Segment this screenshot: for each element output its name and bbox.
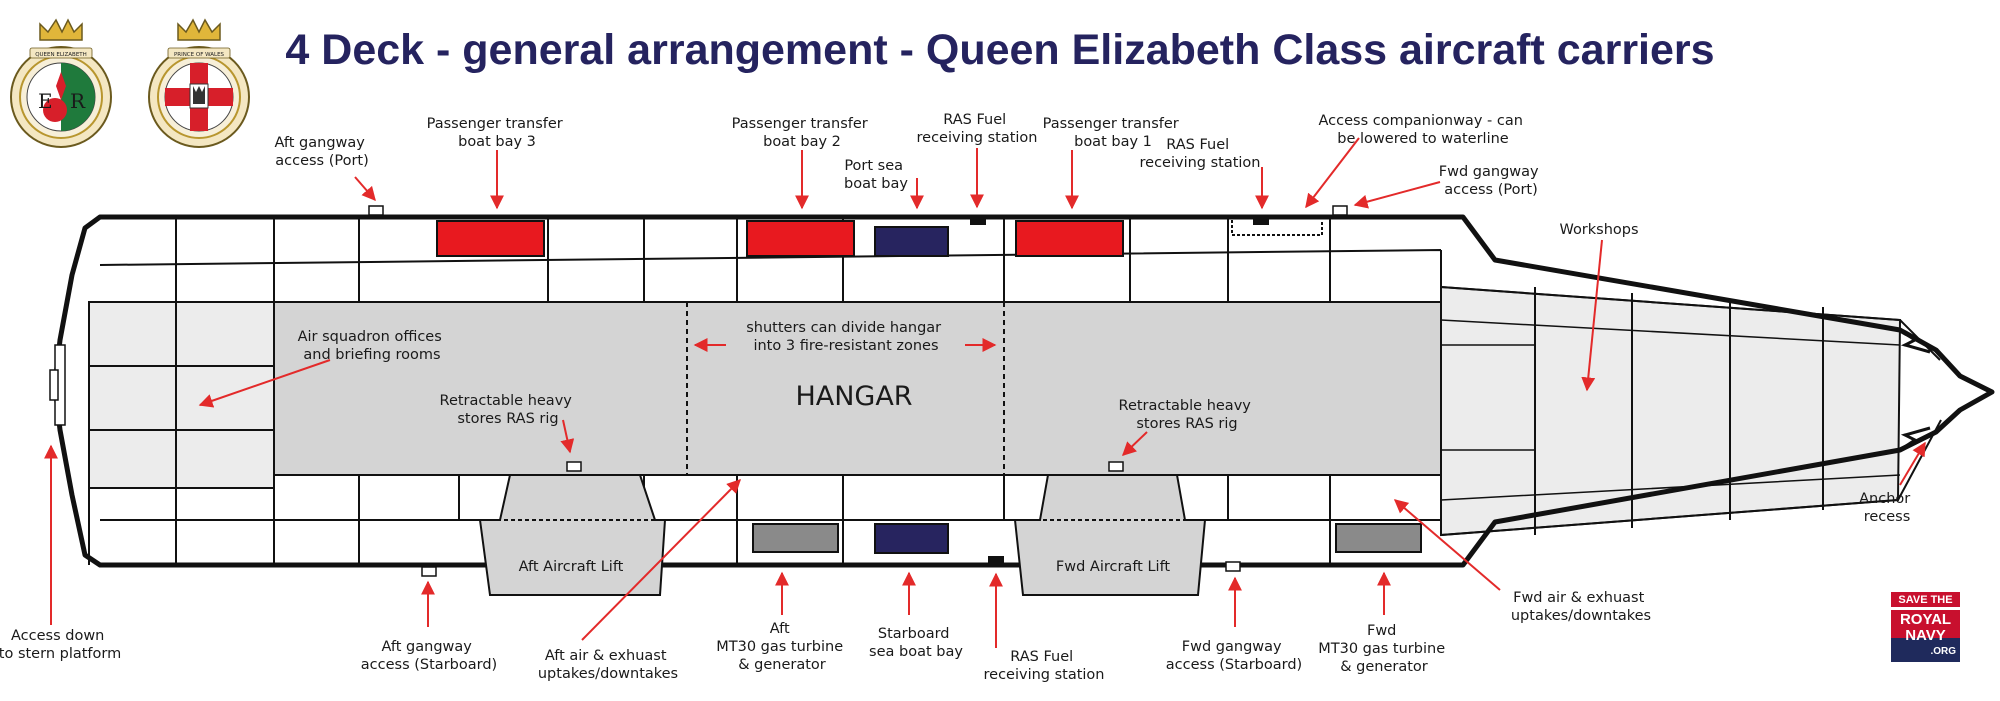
- anchor-notch-top: [1899, 328, 1931, 354]
- label-fwd-air-exhaust: Fwd air & exhuast uptakes/downtakes: [1511, 590, 1651, 624]
- aft-gas-turbine: [752, 523, 839, 553]
- label-aft-gangway-port: Aft gangway access (Port): [275, 135, 370, 169]
- label-aft-lift: Aft Aircraft Lift: [519, 559, 624, 575]
- label-fwd-lift: Fwd Aircraft Lift: [1056, 559, 1171, 575]
- label-ras-fuel-bottom: RAS Fuel receiving station: [984, 649, 1105, 683]
- queen-elizabeth-crest: E R QUEEN ELIZABETH: [10, 18, 112, 148]
- badge-line-3: NAVY: [1905, 627, 1946, 644]
- crest-monogram-r: R: [70, 89, 86, 113]
- label-ras-rig-aft: Retractable heavy stores RAS rig: [440, 393, 577, 427]
- label-ras-fuel-top-left: RAS Fuel receiving station: [917, 112, 1038, 146]
- crest-name-text: QUEEN ELIZABETH: [35, 52, 87, 58]
- label-passenger-bay-1: Passenger transfer boat bay 1: [1043, 116, 1184, 150]
- ras-rig-aft-box: [566, 461, 582, 472]
- ras-fuel-station-top-left: [970, 215, 986, 225]
- label-ras-fuel-top-right: RAS Fuel receiving station: [1140, 137, 1261, 171]
- label-access-stern: Access down to stern platform: [0, 628, 121, 662]
- label-aft-gangway-stbd: Aft gangway access (Starboard): [361, 639, 497, 673]
- aft-gangway-port-hatch: [368, 205, 384, 216]
- page-title: 4 Deck - general arrangement - Queen Eli…: [285, 26, 1715, 74]
- fwd-gangway-port-hatch: [1332, 205, 1348, 216]
- label-ras-rig-fwd: Retractable heavy stores RAS rig: [1119, 398, 1256, 432]
- badge-line-2: ROYAL: [1899, 611, 1952, 628]
- ship-deck-plan: [49, 205, 1995, 596]
- fwd-gangway-stbd-hatch: [1225, 561, 1241, 572]
- label-shutters: shutters can divide hangar into 3 fire-r…: [746, 320, 946, 354]
- ras-fuel-station-top-right: [1253, 215, 1269, 225]
- port-sea-boat-bay: [874, 226, 949, 257]
- hangar-area: [273, 301, 1442, 476]
- label-passenger-bay-3: Passenger transfer boat bay 3: [427, 116, 568, 150]
- access-companionway: [1231, 220, 1323, 236]
- save-the-royal-navy-logo: SAVE THE ROYAL NAVY .ORG: [1891, 592, 1960, 662]
- label-fwd-gangway-port: Fwd gangway access (Port): [1439, 164, 1543, 198]
- label-fwd-gangway-stbd: Fwd gangway access (Starboard): [1166, 639, 1302, 673]
- label-aft-mt30: Aft MT30 gas turbine & generator: [716, 621, 847, 673]
- label-starboard-sea-boat: Starboard sea boat bay: [869, 626, 963, 660]
- prince-of-wales-crest: PRINCE OF WALES: [148, 18, 250, 148]
- starboard-sea-boat-bay: [874, 523, 949, 554]
- crest-monogram-e: E: [38, 89, 53, 113]
- passenger-boat-bay-3: [436, 220, 545, 257]
- label-fwd-mt30: Fwd MT30 gas turbine & generator: [1318, 623, 1449, 675]
- label-workshops: Workshops: [1559, 222, 1638, 238]
- aft-aircraft-lift: [478, 474, 667, 596]
- label-port-sea-boat-bay: Port sea boat bay: [844, 158, 908, 192]
- fwd-gas-turbine: [1335, 523, 1422, 553]
- ras-fuel-station-bottom: [988, 556, 1004, 566]
- aft-gangway-stbd-hatch: [421, 566, 437, 577]
- badge-line-4: .ORG: [1930, 646, 1956, 657]
- passenger-boat-bay-2: [746, 220, 855, 257]
- label-access-companionway: Access companionway - can be lowered to …: [1318, 113, 1527, 147]
- fwd-aircraft-lift: [1013, 474, 1207, 596]
- passenger-boat-bay-1: [1015, 220, 1124, 257]
- crest-name-text: PRINCE OF WALES: [174, 52, 225, 58]
- stern-compartments: [88, 301, 275, 489]
- label-passenger-bay-2: Passenger transfer boat bay 2: [732, 116, 873, 150]
- label-aft-air-exhaust: Aft air & exhuast uptakes/downtakes: [538, 648, 678, 682]
- badge-line-1: SAVE THE: [1898, 594, 1953, 606]
- label-anchor-recess: Anchor recess: [1859, 491, 1915, 525]
- callout-arrows: [44, 137, 1926, 648]
- hangar-label: HANGAR: [795, 381, 912, 412]
- ras-rig-fwd-box: [1108, 461, 1124, 472]
- label-air-squadron: Air squadron offices and briefing rooms: [298, 329, 447, 363]
- anchor-notch-bottom: [1899, 426, 1931, 452]
